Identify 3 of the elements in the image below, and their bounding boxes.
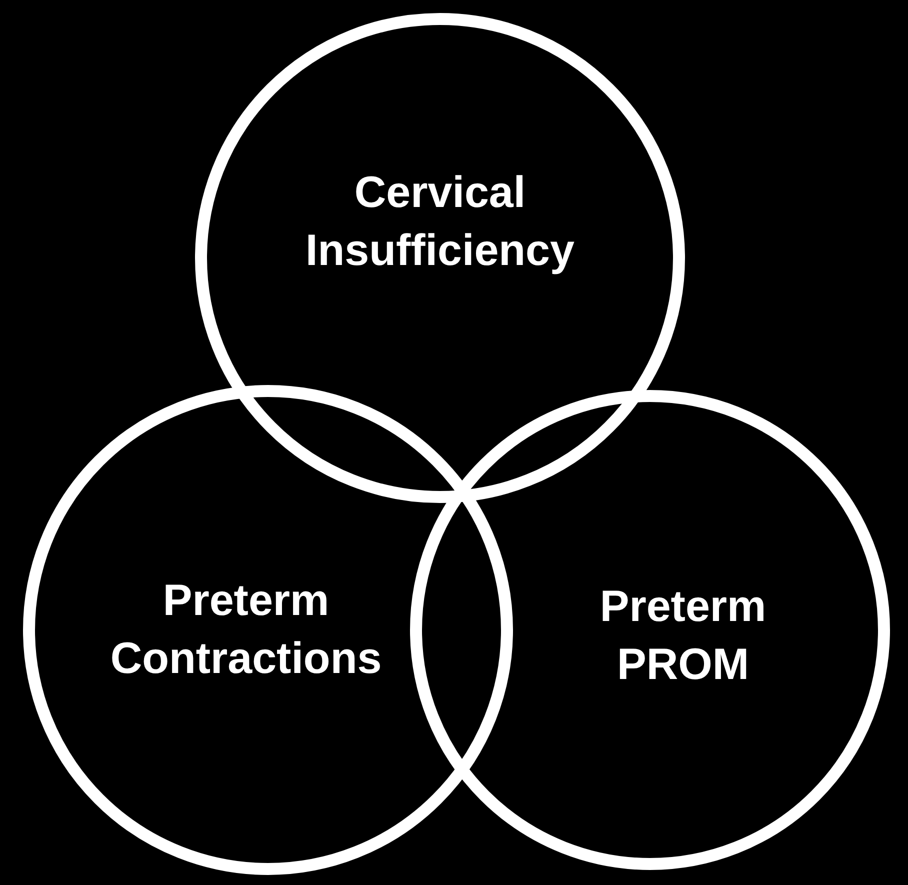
circle-label: Preterm PROM <box>598 581 768 691</box>
circle-label: Cervical Insufficiency <box>304 167 576 277</box>
circle-label: Preterm Contractions <box>109 575 383 685</box>
